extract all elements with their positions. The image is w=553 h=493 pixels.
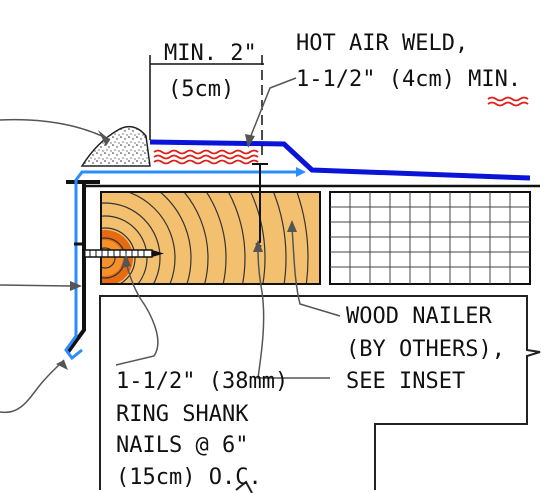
nailer-label-1: WOOD NAILER bbox=[346, 304, 492, 329]
weld-label-2: 1-1/2" (4cm) MIN. bbox=[296, 67, 521, 92]
insulation-board bbox=[329, 191, 531, 285]
horizontal-nail bbox=[74, 242, 164, 262]
min-width-label-2: (5cm) bbox=[168, 77, 234, 102]
annotation-text: MIN. 2" (5cm) HOT AIR WELD, 1-1/2" (4cm)… bbox=[116, 31, 521, 490]
substrate-outline bbox=[99, 295, 541, 490]
nails-label-4: (15cm) O.C. bbox=[116, 465, 262, 490]
flashing-strip bbox=[64, 170, 296, 361]
sealant-bead bbox=[80, 125, 151, 167]
break-line bbox=[235, 480, 253, 493]
weld-marks bbox=[153, 149, 259, 165]
roof-membrane bbox=[149, 139, 531, 181]
flashing-arrow-tip bbox=[296, 167, 306, 177]
nails-label-1: 1-1/2" (38mm) bbox=[116, 369, 288, 394]
leader-arrowheads bbox=[56, 130, 297, 370]
nailer-label-2: (BY OTHERS), bbox=[346, 337, 505, 362]
nailer-label-3: SEE INSET bbox=[346, 369, 465, 394]
leader-lines bbox=[0, 77, 341, 414]
metal-edge-flashing bbox=[66, 180, 100, 354]
nails-label-3: NAILS @ 6" bbox=[116, 433, 248, 458]
weld-label-1: HOT AIR WELD, bbox=[296, 31, 468, 56]
weld-legend-marks bbox=[487, 96, 529, 107]
nails-label-2: RING SHANK bbox=[116, 402, 249, 427]
min-width-label-1: MIN. 2" bbox=[164, 41, 257, 66]
